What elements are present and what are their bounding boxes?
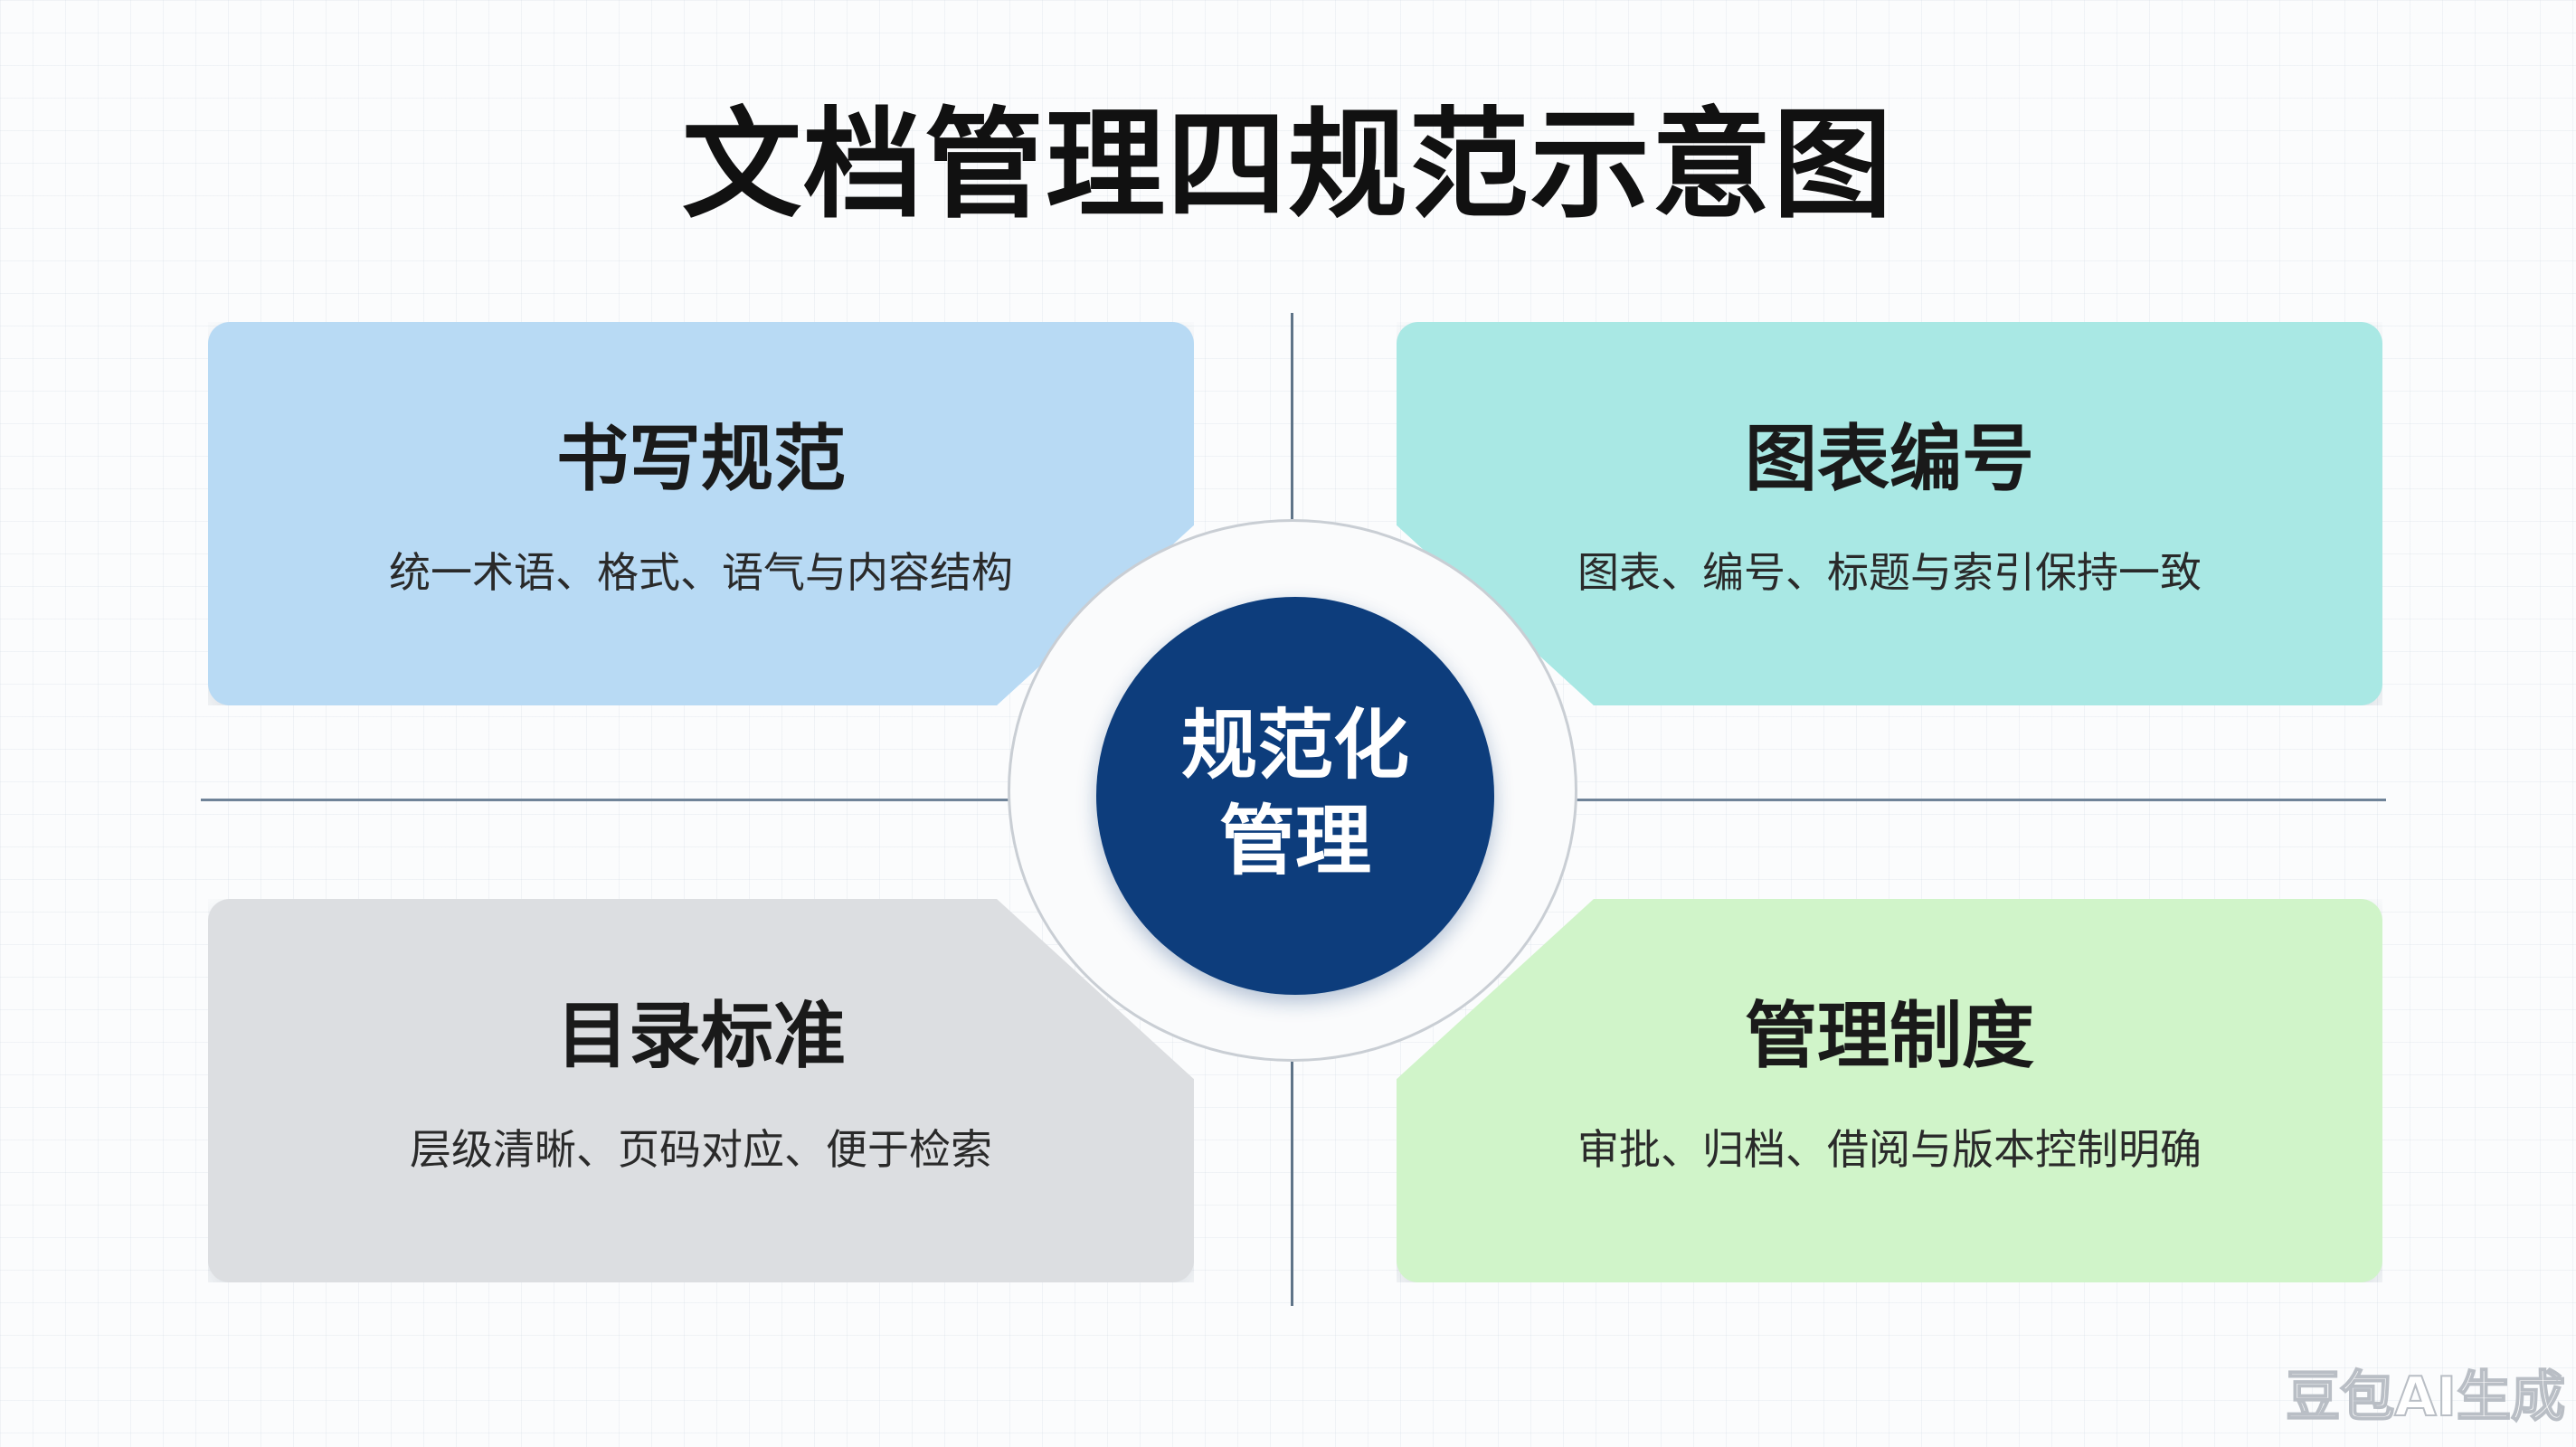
center-circle: 规范化 管理 (1096, 597, 1494, 995)
quadrant-description: 统一术语、格式、语气与内容结构 (389, 548, 1013, 597)
quadrant-title: 书写规范 (556, 417, 846, 501)
quadrant-description: 层级清晰、页码对应、便于检索 (410, 1125, 992, 1174)
quadrant-title: 目录标准 (556, 994, 846, 1078)
quadrant-title: 管理制度 (1745, 994, 2034, 1078)
quadrant-card-toc-standard: 目录标准 层级清晰、页码对应、便于检索 (208, 899, 1194, 1282)
watermark: 豆包AI生成 (2285, 1365, 2566, 1430)
quadrant-card-figure-numbering: 图表编号 图表、编号、标题与索引保持一致 (1397, 322, 2382, 705)
quadrant-description: 审批、归档、借阅与版本控制明确 (1577, 1125, 2202, 1174)
center-label-line-2: 管理 (1218, 797, 1371, 885)
center-label-line-1: 规范化 (1180, 701, 1409, 790)
quadrant-card-management-policy: 管理制度 审批、归档、借阅与版本控制明确 (1397, 899, 2382, 1282)
quadrant-title: 图表编号 (1745, 417, 2034, 501)
quadrant-description: 图表、编号、标题与索引保持一致 (1577, 548, 2202, 597)
diagram-title: 文档管理四规范示意图 (682, 96, 1894, 235)
quadrant-card-writing: 书写规范 统一术语、格式、语气与内容结构 (208, 322, 1194, 705)
